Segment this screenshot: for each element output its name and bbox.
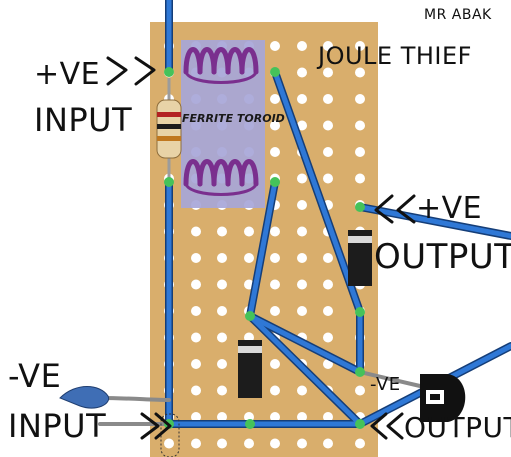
output-negative-label: OUTPUT [404, 411, 511, 444]
board-hole [355, 41, 365, 51]
board-hole [297, 412, 307, 422]
transistor-icon [420, 374, 466, 422]
output-negative-sign: -VE [370, 374, 401, 395]
board-hole [217, 385, 227, 396]
board-hole [191, 253, 201, 263]
board-hole [297, 173, 307, 184]
output-positive-sign: +VE [416, 191, 483, 226]
board-hole [270, 306, 280, 316]
board-hole [191, 359, 201, 369]
input-positive-label: INPUT [34, 101, 133, 139]
board-hole [355, 147, 365, 157]
board-hole [323, 332, 333, 343]
board-hole [323, 359, 333, 369]
board-hole [323, 253, 333, 263]
board-hole [217, 332, 227, 343]
board-hole [297, 41, 307, 51]
board-hole [323, 147, 333, 157]
board-hole [297, 67, 307, 78]
board-hole [297, 120, 307, 131]
input-negative-sign: -VE [8, 357, 62, 395]
board-hole [191, 332, 201, 343]
output-positive-label: OUTPUT [374, 237, 511, 277]
board-hole [191, 226, 201, 237]
board-hole [297, 279, 307, 290]
board-hole [270, 279, 280, 290]
resistor-icon [156, 78, 182, 178]
toroid-coil-icon [183, 159, 259, 196]
board-hole [191, 385, 201, 396]
board-hole [355, 173, 365, 184]
board-hole [323, 279, 333, 290]
board-hole [217, 412, 227, 422]
board-hole [244, 253, 254, 263]
board-hole [244, 226, 254, 237]
board-hole [191, 279, 201, 290]
diagram-title: JOULE THIEF [318, 42, 472, 70]
board-hole [270, 226, 280, 237]
diode-icon [238, 340, 262, 398]
arrow-icon [140, 412, 172, 440]
board-hole [297, 94, 307, 104]
board-hole [323, 412, 333, 422]
board-hole [355, 385, 365, 396]
arrow-icon [374, 194, 416, 224]
board-hole [244, 438, 254, 449]
board-hole [270, 147, 280, 157]
board-hole [323, 120, 333, 131]
board-hole [270, 253, 280, 263]
diode-icon [348, 230, 372, 286]
board-hole [191, 306, 201, 316]
board-hole [297, 438, 307, 449]
solder-pads [164, 67, 365, 429]
toroid-label: FERRITE TOROID [182, 112, 285, 125]
board-hole [297, 253, 307, 263]
board-hole [217, 226, 227, 237]
board-hole [217, 253, 227, 263]
board-hole [270, 412, 280, 422]
board-hole [323, 94, 333, 104]
board-hole [164, 438, 174, 449]
toroid-coil-icon [183, 47, 259, 84]
capacitor-icon [59, 386, 110, 409]
board-hole [191, 438, 201, 449]
board-hole [355, 120, 365, 131]
wires [98, 0, 511, 428]
board-hole [191, 412, 201, 422]
input-positive-sign: +VE [34, 57, 101, 92]
board-hole [270, 385, 280, 396]
arrow-icon [370, 412, 404, 440]
board-hole [270, 438, 280, 449]
input-negative-label: INPUT [8, 407, 107, 445]
board-hole [270, 94, 280, 104]
board-hole [323, 67, 333, 78]
arrow-icon [106, 56, 156, 86]
board-hole [323, 306, 333, 316]
board-hole [217, 306, 227, 316]
board-hole [297, 200, 307, 210]
board-hole [355, 94, 365, 104]
board-hole [297, 306, 307, 316]
board-hole [217, 359, 227, 369]
board-hole [297, 226, 307, 237]
board-hole [355, 67, 365, 78]
board-hole [270, 120, 280, 131]
board-hole [355, 438, 365, 449]
board-hole [323, 173, 333, 184]
board-hole [217, 279, 227, 290]
board-hole [270, 41, 280, 51]
board-hole [323, 438, 333, 449]
ferrite-toroid-body [181, 40, 265, 208]
board-hole [323, 41, 333, 51]
board-hole [297, 385, 307, 396]
board-hole [270, 359, 280, 369]
board-hole [217, 438, 227, 449]
author-label: MR ABAK [424, 7, 492, 23]
